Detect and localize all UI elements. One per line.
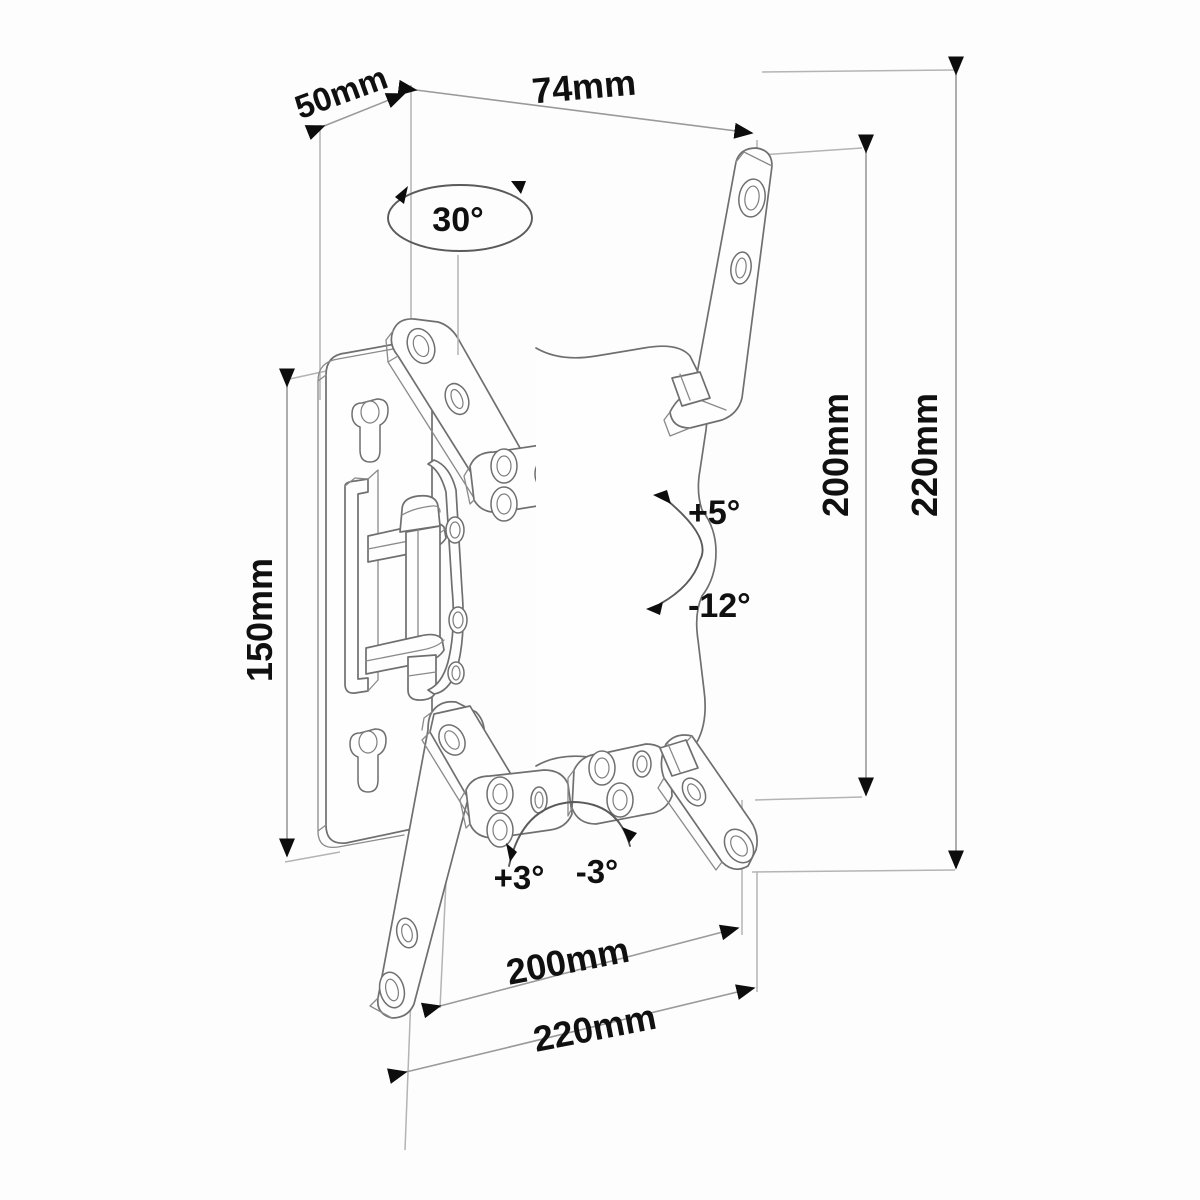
label-level-plus-3: +3° [494,859,545,896]
keyhole-slot-upper [351,398,389,463]
lower-extension-arm [657,734,758,871]
dimension-74mm [397,79,754,139]
label-220mm-horizontal: 220mm [530,996,660,1060]
roll-indicator [506,801,637,867]
angle-labels: 30° +5° -12° +3° -3° [432,201,750,896]
dimension-220mm-horizontal [387,984,756,1084]
label-50mm: 50mm [290,58,392,125]
label-200mm-horizontal: 200mm [503,929,633,993]
label-150mm: 150mm [239,558,280,682]
label-tilt-down-12: -12° [688,587,751,625]
keyhole-slot-lower [349,728,387,793]
label-74mm: 74mm [530,62,637,112]
label-220mm-vertical: 220mm [904,393,945,517]
pivot-barrel-hinge [344,459,468,701]
wall-mounting-plate [317,339,433,849]
label-tilt-up-5: +5° [688,494,740,532]
lower-right-link [567,743,673,825]
upper-extension-arm [663,147,773,437]
label-swivel-30: 30° [432,201,483,239]
label-level-minus-3: -3° [576,853,619,890]
swivel-30-indicator [387,181,533,355]
dimension-50mm [304,93,406,140]
tilt-indicator [646,490,704,615]
label-200mm-vertical: 200mm [815,393,856,517]
lower-mid-link [459,769,573,848]
